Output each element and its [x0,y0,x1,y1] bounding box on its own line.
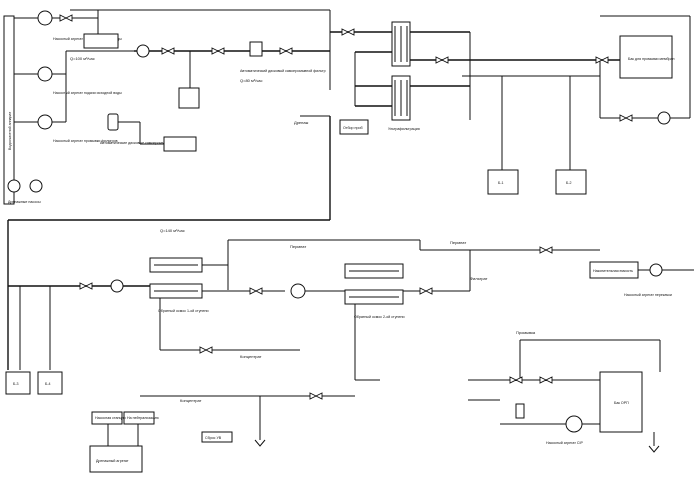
drain-pump-icon [29,179,43,193]
reagent-tank-label: Б-4 [45,382,51,386]
stream-label: Промывка [516,330,536,335]
valve-icon [199,346,213,354]
pump-icon [110,279,124,293]
pump-icon [649,263,663,277]
small-box-label: Насосная станция [95,416,126,420]
stream-label: Пермеат [450,240,466,245]
main-filter-icon [249,41,263,57]
valve-icon [435,56,449,64]
reagent-tank-b2 [555,169,587,195]
pump-icon [37,66,53,82]
stream-label: Фильтрат [470,276,488,281]
filter-icon [107,113,119,131]
sample-box [339,119,369,135]
ro-label: Обратный осмос 2-ой ступени [354,315,404,319]
tank-bottom-right [599,371,643,433]
drain-unit-box [89,445,143,473]
flow-label: Q=100 м³/час [70,56,95,61]
drain-icon [648,445,660,453]
valve-icon [59,14,73,22]
valve-icon [309,392,323,400]
reagent-tank-b1 [487,169,519,195]
pump-icon [657,111,671,125]
drain-box [201,431,233,443]
valve-icon [249,287,263,295]
valve-icon [279,47,293,55]
valve-group [59,14,633,400]
pump-label: Насосный агрегат подачи исходной воды [53,91,122,95]
reagent-tank-b4 [37,371,63,395]
pump-icon [565,415,583,433]
stream-label: Концентрат [240,354,262,359]
drain-icon [254,439,266,447]
fan-label: Дренажные насосы [8,200,41,204]
filter-label: Автоматические дисковые самопромывные фи… [100,141,189,145]
tank-label: Бак для промывки мембран [628,57,675,61]
side-panel-label: Водоочистной аппарат [8,112,12,150]
flow-label: Q=140 м³/час [160,228,185,233]
valve-icon [539,376,553,384]
stream-label: Концентрат [180,398,202,403]
valve-icon [341,28,355,36]
pump-icon [290,283,306,299]
drain-pump-icon [7,179,21,193]
ro-label: Обратный осмос 1-ой ступени [158,309,208,313]
main-filter-label: Автоматический дисковый самопромывной фи… [240,69,326,73]
tank-label: Накопительная емкость [593,269,633,273]
valve-icon [161,47,175,55]
stream-label: Дренаж [294,120,309,125]
pump-icon [37,10,53,26]
pump-label: Насосный агрегат перекачки [624,293,672,297]
block-label: Дренажный агрегат [96,459,129,463]
dosing-tank [178,87,200,109]
small-box [91,411,123,425]
valve-icon [619,114,633,122]
reagent-tank-label: Б-2 [566,181,572,185]
valve-icon [419,287,433,295]
uf-label: Ультрафильтрация [388,127,420,131]
valve-icon [509,376,523,384]
drain-label: Сброс УВ [205,436,222,440]
pump-icon [136,44,150,58]
valve-icon [539,246,553,254]
info-box [163,136,197,152]
auto-filter-box [83,33,119,49]
flow-label: Q=80 м³/час [240,78,263,83]
reagent-tank-label: Б-1 [498,181,504,185]
pump-group-top: Насосный агрегат подачи исходной воды На… [14,10,134,143]
small-box-label: На нейтрализацию [127,416,159,420]
cartridge-filter [515,403,525,419]
uf-unit: Ультрафильтрация [388,21,420,131]
valve-icon [595,56,609,64]
small-box [123,411,155,425]
valve-icon [211,47,225,55]
reagent-tank-label: Б-3 [13,382,19,386]
pump-label: Насосный агрегат CIP [546,441,583,445]
tank-top-right [619,35,673,79]
stream-label: Пермеат [290,244,306,249]
pump-label: Насосный агрегат промывки фильтров [53,139,118,143]
sample-label: Отбор проб [343,126,363,130]
reagent-tank-b3 [5,371,31,395]
side-panel [3,15,15,205]
valve-icon [79,282,93,290]
pump-icon [37,114,53,130]
tank-label: Бак ОРП [614,401,629,405]
